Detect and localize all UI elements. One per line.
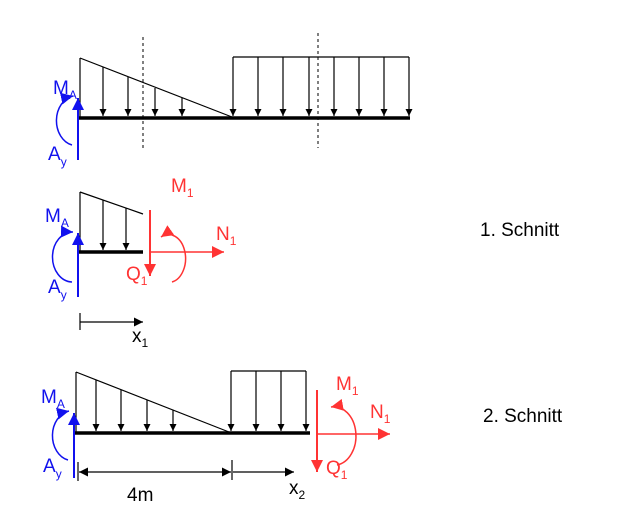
- coordinate-label: x2: [289, 478, 306, 502]
- reaction-label: Ay: [43, 456, 62, 481]
- load-top: [79, 191, 144, 215]
- shear-force-label: Q1: [126, 264, 148, 288]
- reaction-label: Ay: [48, 144, 67, 169]
- reaction-label: Ay: [48, 277, 67, 302]
- support-moment-arc: [51, 225, 74, 283]
- moment-label: MA: [45, 206, 69, 230]
- triangular-load-arrows: [92, 380, 177, 431]
- dimension-label: 4m: [127, 485, 153, 506]
- moment-label: MA: [41, 387, 65, 411]
- section-caption: 2. Schnitt: [483, 406, 563, 427]
- full-beam-diagram: MA Ay: [48, 33, 413, 169]
- cut-moment-label: M1: [336, 374, 359, 398]
- cut-moment-arc: [330, 398, 357, 466]
- support-moment-arc: [55, 92, 74, 146]
- triangular-load-top: [75, 371, 230, 433]
- coordinate-label: x1: [132, 326, 149, 350]
- cut-moment-arc: [160, 225, 187, 283]
- section-2-diagram: MA Ay M1 N1 Q1 4m x2 2. Schnitt: [41, 370, 563, 506]
- shear-force-label: Q1: [326, 458, 348, 482]
- support-moment-arc: [51, 407, 70, 461]
- triangular-load-arrows: [99, 67, 186, 116]
- normal-force-label: N1: [216, 224, 237, 248]
- section-caption: 1. Schnitt: [480, 220, 560, 241]
- cut-moment-label: M1: [171, 176, 194, 200]
- load-arrows: [99, 200, 130, 250]
- section-1-diagram: MA Ay M1 N1 Q1 x1 1. Schnitt: [45, 176, 560, 350]
- normal-force-label: N1: [370, 402, 391, 426]
- moment-label: MA: [53, 78, 77, 102]
- uniform-load-arrows: [229, 57, 413, 116]
- triangular-load-top: [79, 57, 233, 118]
- uniform-load-arrows: [227, 371, 310, 431]
